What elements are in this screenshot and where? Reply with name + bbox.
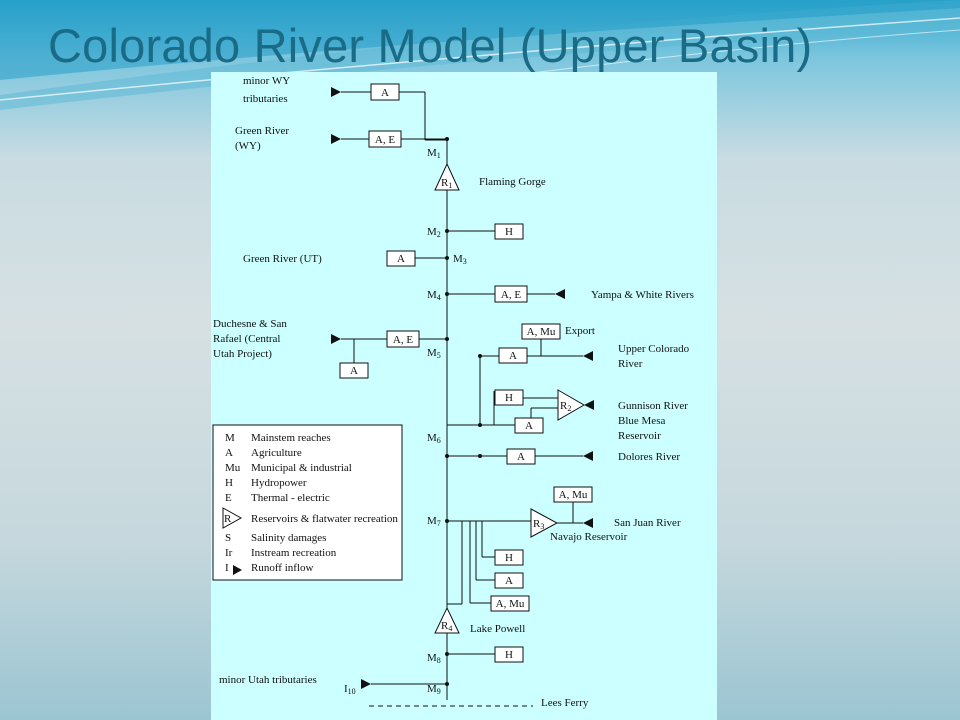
box-green-wy-label: A, E (375, 134, 395, 146)
node-m4: M4 (427, 289, 441, 302)
node-m2: M2 (427, 226, 441, 239)
label-minor-wy-2: tributaries (243, 93, 288, 105)
slide-title: Colorado River Model (Upper Basin) (48, 19, 813, 72)
node-m6: M6 (427, 432, 441, 445)
label-upper-colorado-2: River (618, 358, 643, 370)
box-m8-h (494, 646, 524, 663)
inflow-green-wy-icon (331, 134, 341, 144)
node-m5: M5 (427, 347, 441, 360)
node-r3: R3 (533, 518, 544, 531)
legend-desc-h: Hydropower (251, 477, 307, 489)
box-m2-h (494, 223, 524, 240)
reservoir-r1-icon (434, 162, 460, 191)
legend-desc-i: Runoff inflow (251, 562, 313, 574)
legend-inflow-icon (233, 565, 242, 575)
box-export-label: A, Mu (527, 326, 556, 338)
box-m7-h-label: H (505, 552, 513, 564)
node-m3: M3 (453, 253, 467, 266)
inflow-minor-wy-icon (331, 87, 341, 97)
legend: M Mainstem reaches A Agriculture Mu Muni… (212, 424, 403, 581)
reservoir-r2-icon (557, 389, 586, 421)
reservoir-r3-icon (530, 508, 559, 538)
box-gunnison-a-label: A (525, 420, 533, 432)
legend-key-ir: Ir (225, 547, 233, 559)
label-lake-powell: Lake Powell (470, 623, 525, 635)
legend-desc-e: Thermal - electric (251, 492, 330, 504)
legend-desc-s: Salinity damages (251, 532, 326, 544)
inflow-gunnison-icon (584, 400, 594, 410)
box-upper-colorado-label: A (509, 350, 517, 362)
box-green-ut-label: A (397, 253, 405, 265)
box-dolores-label: A (517, 451, 525, 463)
label-lees-ferry: Lees Ferry (541, 697, 589, 709)
box-m2-h-label: H (505, 226, 513, 238)
label-navajo: Navajo Reservoir (550, 531, 628, 543)
label-upper-colorado: Upper Colorado (618, 343, 690, 355)
legend-key-s: S (225, 532, 231, 544)
label-yampa: Yampa & White Rivers (591, 289, 694, 301)
legend-key-a: A (225, 447, 233, 459)
box-gunnison-h-label: H (505, 392, 513, 404)
box-duchesne-a-label: A (350, 365, 358, 377)
box-m7-h (494, 549, 524, 566)
box-m8-h-label: H (505, 649, 513, 661)
label-minor-wy: minor WY (243, 75, 290, 87)
box-duchesne-label: A, E (393, 334, 413, 346)
inflow-san-juan-icon (583, 518, 593, 528)
label-gunnison: Gunnison River (618, 400, 688, 412)
label-green-wy: Green River (235, 125, 289, 137)
label-dolores: Dolores River (618, 451, 680, 463)
node-m8: M8 (427, 652, 441, 665)
legend-key-h: H (225, 477, 233, 489)
node-i10: I10 (344, 683, 356, 696)
legend-desc-r: Reservoirs & flatwater recreation (251, 513, 398, 525)
node-r4: R4 (441, 620, 452, 633)
label-san-juan: San Juan River (614, 517, 681, 529)
box-yampa-label: A, E (501, 289, 521, 301)
inflow-upper-colorado-icon (583, 351, 593, 361)
label-green-wy-2: (WY) (235, 140, 261, 152)
label-green-ut: Green River (UT) (243, 253, 322, 265)
inflow-minor-utah-icon (361, 679, 371, 689)
legend-desc-mu: Municipal & industrial (251, 462, 352, 474)
box-duchesne-a (339, 362, 369, 379)
legend-key-i: I (225, 562, 229, 574)
node-r2: R2 (560, 400, 571, 413)
box-m7-a-label: A (505, 575, 513, 587)
label-blue-mesa-2: Reservoir (618, 430, 661, 442)
node-m1: M1 (427, 147, 441, 160)
label-duchesne-3: Utah Project) (213, 348, 272, 360)
legend-key-e: E (225, 492, 232, 504)
node-m7: M7 (427, 515, 441, 528)
legend-key-m: M (225, 432, 235, 444)
legend-desc-ir: Instream recreation (251, 547, 337, 559)
legend-key-mu: Mu (225, 462, 241, 474)
box-dolores (506, 448, 536, 465)
label-duchesne: Duchesne & San (213, 318, 287, 330)
reservoir-r4-icon (434, 606, 460, 634)
label-flaming-gorge: Flaming Gorge (479, 176, 546, 188)
inflow-dolores-icon (583, 451, 593, 461)
legend-reservoir-icon (222, 507, 243, 529)
river-model-diagram: A minor WY tributaries A, E Green River … (211, 72, 717, 720)
node-m9: M9 (427, 683, 441, 696)
inflow-duchesne-icon (331, 334, 341, 344)
legend-desc-a: Agriculture (251, 447, 302, 459)
box-upper-colorado (498, 347, 528, 364)
label-duchesne-2: Rafael (Central (213, 333, 281, 345)
label-blue-mesa: Blue Mesa (618, 415, 665, 427)
node-r1: R1 (441, 177, 452, 190)
box-minor-wy-label: A (381, 87, 389, 99)
label-export: Export (565, 325, 595, 337)
legend-desc-m: Mainstem reaches (251, 432, 331, 444)
box-m7-amu-label: A, Mu (496, 598, 525, 610)
inflow-yampa-icon (555, 289, 565, 299)
legend-key-r: R (224, 513, 232, 525)
box-san-juan-label: A, Mu (559, 489, 588, 501)
label-minor-utah: minor Utah tributaries (219, 674, 317, 686)
box-m7-amu (490, 595, 530, 612)
box-m7-a (494, 572, 524, 589)
